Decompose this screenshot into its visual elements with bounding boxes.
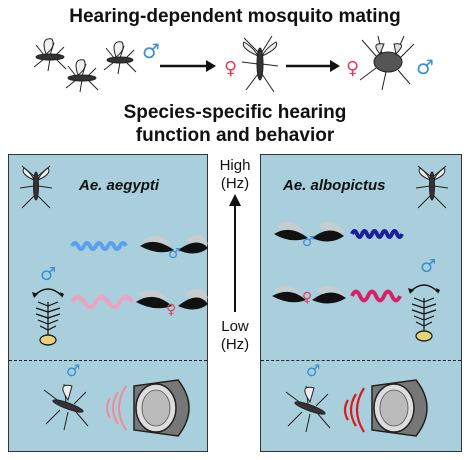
wave-female-light-pink — [70, 295, 134, 309]
subtitle: Species-specific hearing function and be… — [0, 101, 470, 147]
antenna-male-symbol: ♂ — [420, 256, 436, 277]
antenna-icon — [411, 297, 437, 342]
arrow-right-icon — [286, 60, 340, 72]
axis-low-label: Low (Hz) — [220, 318, 250, 353]
wing-male-symbol: ♂ — [168, 246, 181, 262]
subtitle-line-2: function and behavior — [135, 125, 335, 146]
bottom-male-symbol: ♂ — [306, 361, 320, 380]
wing-female-symbol: ♀ — [166, 302, 176, 318]
albopictus-graphics: ♂ ♀ ♂ ♂ — [272, 165, 449, 437]
bottom-male-symbol: ♂ — [66, 361, 80, 380]
antenna-vibration-arc-icon — [409, 284, 439, 293]
species-label-albopictus: Ae. albopictus — [283, 177, 386, 194]
antenna-icon — [35, 301, 61, 346]
female-mosquito-icon — [241, 35, 279, 93]
pair-male-symbol: ♂ — [416, 55, 434, 79]
wave-male-light-blue — [70, 241, 128, 251]
mosquito-icon — [19, 165, 53, 209]
male-wingbeat-icon — [274, 222, 344, 242]
aegypti-graphics: ♂ ♀ ♂ ♂ — [19, 165, 208, 437]
female-symbol: ♀ — [224, 58, 237, 79]
mating-pair-icon — [359, 35, 415, 91]
mosquito-icon — [43, 383, 89, 431]
male-swarm-icon — [33, 38, 137, 93]
axis-high-label: High (Hz) — [219, 157, 251, 192]
frequency-axis-arrow — [229, 194, 241, 312]
mosquito-icon — [415, 165, 449, 209]
speaker-icon — [371, 379, 428, 437]
sound-waves-red-icon — [343, 387, 365, 433]
swarm-male-symbol: ♂ — [142, 39, 160, 63]
species-label-aegypti: Ae. aegypti — [79, 177, 160, 194]
speaker-icon — [133, 379, 190, 437]
panel-albopictus: Ae. albopictus — [260, 154, 462, 452]
arrow-right-icon — [160, 60, 216, 72]
wing-female-symbol: ♀ — [302, 290, 312, 306]
wave-male-dark-blue — [350, 229, 404, 239]
main-title: Hearing-dependent mosquito mating — [69, 6, 401, 27]
subtitle-line-1: Species-specific hearing — [123, 102, 347, 123]
panel-divider — [261, 360, 461, 361]
antenna-male-symbol: ♂ — [40, 264, 56, 285]
pair-female-symbol: ♀ — [346, 58, 359, 79]
panel-divider — [9, 360, 207, 361]
mosquito-icon — [285, 385, 331, 433]
wave-female-pink — [350, 289, 402, 303]
mating-sequence: ♂ ♀ ♀ ♂ — [33, 35, 434, 93]
sound-waves-light-icon — [106, 385, 127, 431]
female-wingbeat-icon — [136, 288, 208, 310]
antenna-vibration-arc-icon — [33, 288, 63, 297]
male-wingbeat-icon — [140, 234, 208, 254]
wing-male-symbol: ♂ — [302, 234, 315, 250]
female-wingbeat-icon — [272, 286, 346, 304]
